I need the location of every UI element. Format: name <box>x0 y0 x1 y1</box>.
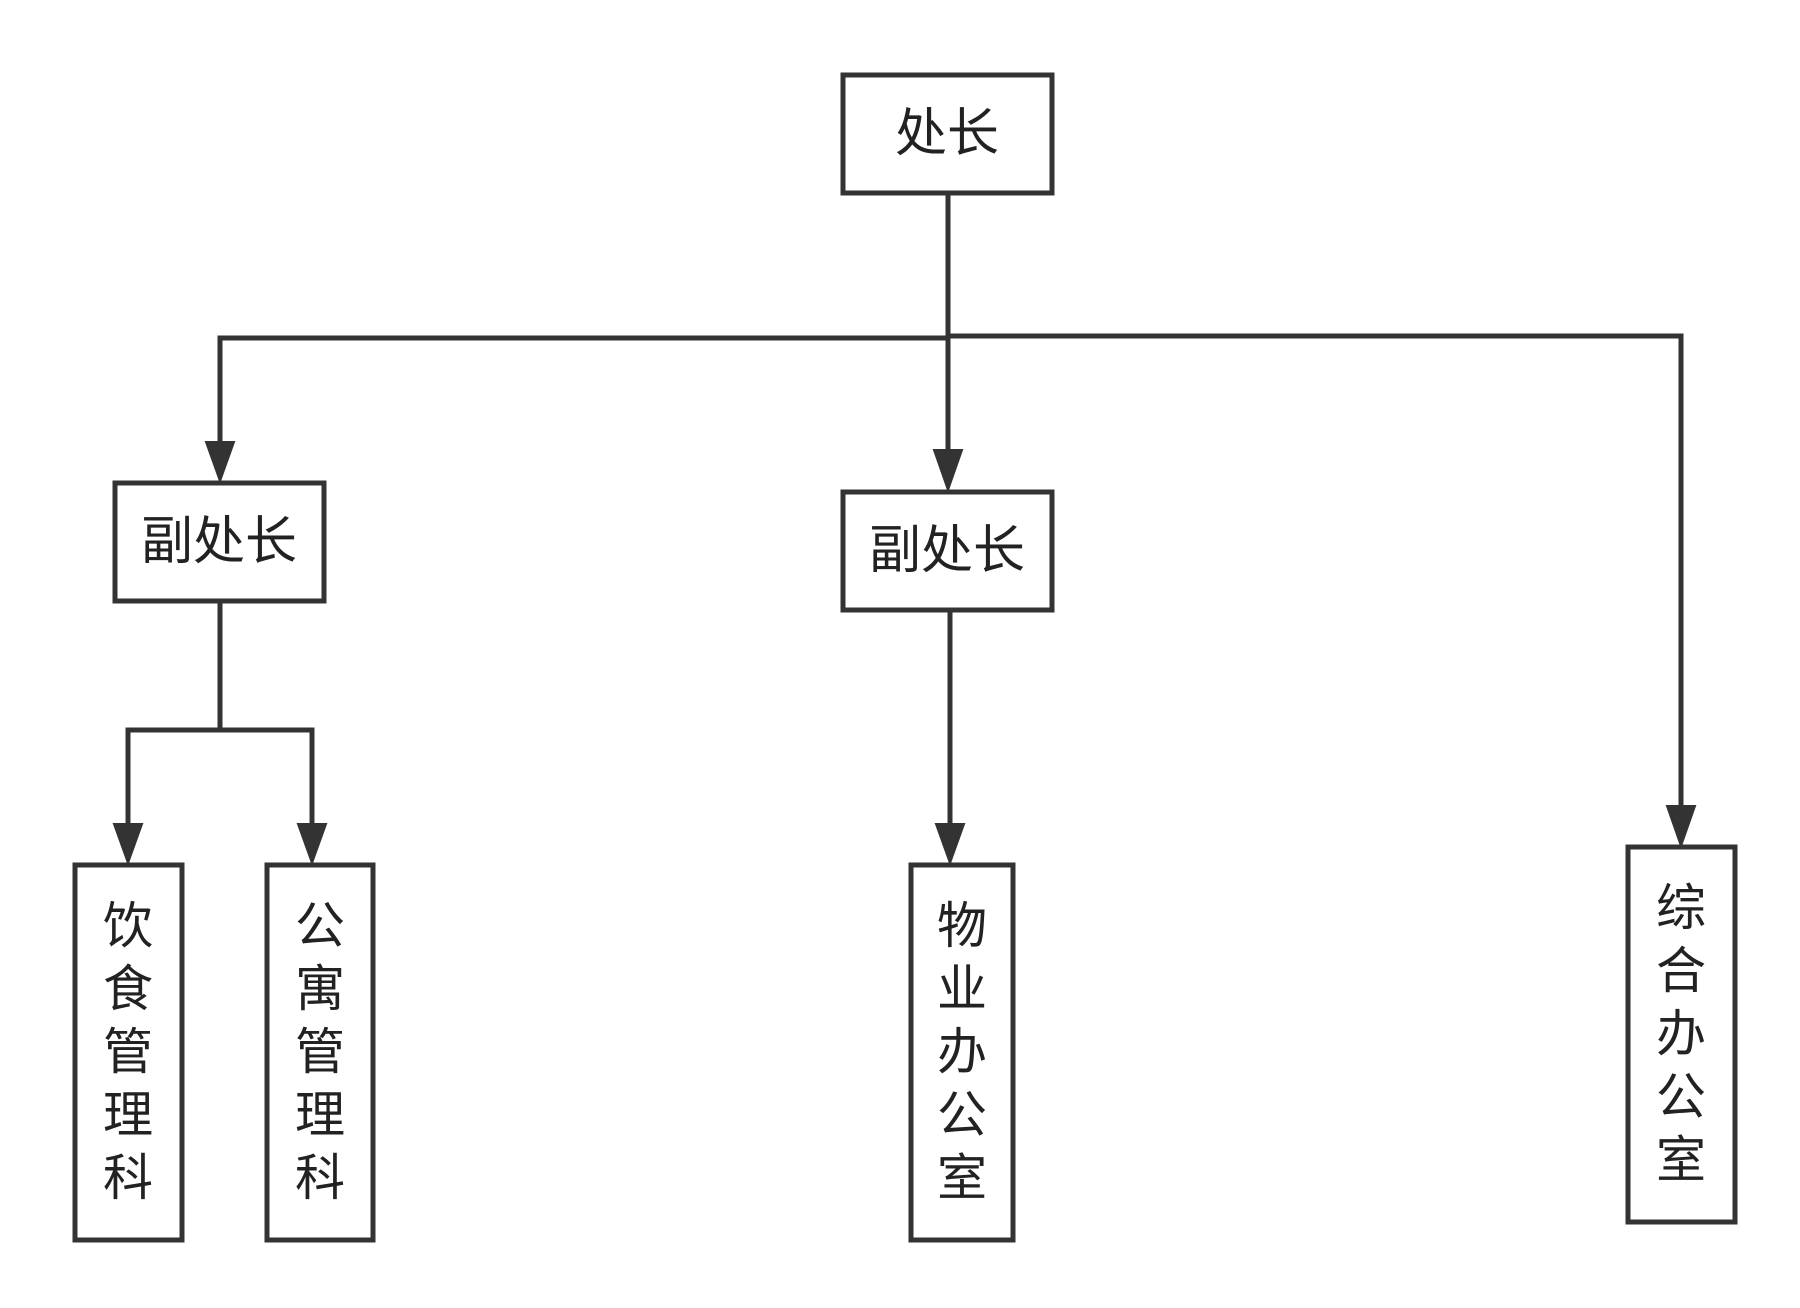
arrowhead-catering <box>112 823 144 866</box>
edge-deputy-left-apartment <box>220 727 315 832</box>
node-apartment-box <box>264 862 376 1243</box>
node-catering-label: 饮食管理科 <box>103 897 153 1207</box>
node-catering: 饮食管理科 <box>72 862 185 1243</box>
edge-director-deputy-left <box>217 335 948 452</box>
arrowhead-apartment <box>296 823 328 866</box>
edge-director-general <box>948 333 1684 815</box>
arrowhead-deputy-middle <box>932 449 964 494</box>
node-property-label: 物业办公室 <box>937 897 987 1207</box>
node-deputy-left-box <box>112 480 327 604</box>
node-director-label: 处长 <box>895 104 999 164</box>
node-director-box <box>840 72 1055 196</box>
node-general: 综合办公室 <box>1625 844 1738 1225</box>
node-apartment-label: 公寓管理科 <box>295 897 345 1207</box>
node-deputy-middle-box <box>840 489 1055 613</box>
arrowhead-deputy-left <box>204 441 236 484</box>
node-general-label: 综合办公室 <box>1656 879 1706 1189</box>
node-general-box <box>1625 844 1738 1225</box>
edge-deputy-left-catering <box>125 727 220 832</box>
node-deputy-middle-label: 副处长 <box>869 521 1025 581</box>
node-property: 物业办公室 <box>908 862 1016 1243</box>
node-catering-box <box>72 862 185 1243</box>
arrowhead-general <box>1665 805 1697 850</box>
node-property-box <box>908 862 1016 1243</box>
node-deputy-left-label: 副处长 <box>141 512 297 572</box>
arrowhead-property <box>934 823 966 866</box>
node-apartment: 公寓管理科 <box>264 862 376 1243</box>
node-deputy-left: 副处长 <box>112 480 327 604</box>
node-deputy-middle: 副处长 <box>840 489 1055 613</box>
node-director: 处长 <box>840 72 1055 196</box>
connectors <box>112 193 1697 866</box>
